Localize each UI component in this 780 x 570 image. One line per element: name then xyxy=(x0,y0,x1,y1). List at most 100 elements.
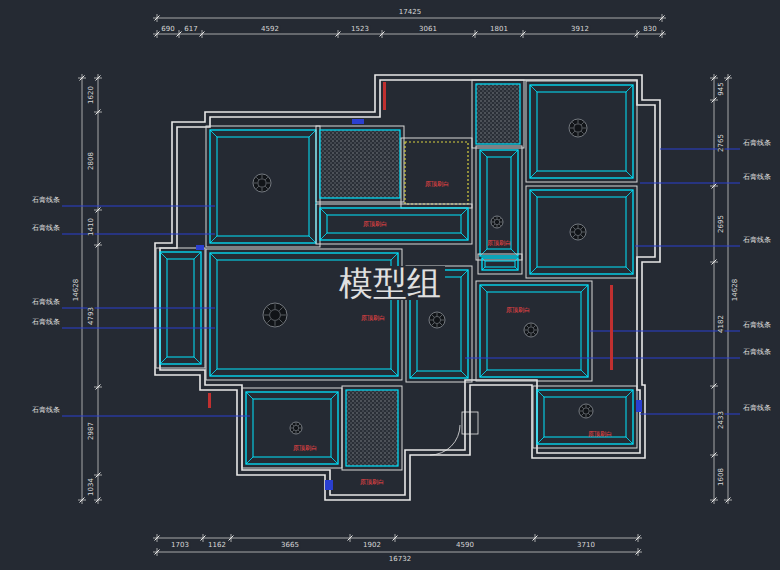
ceiling-frame xyxy=(331,392,338,399)
ceiling-frame xyxy=(480,249,487,256)
dimension-value: 690 xyxy=(160,26,175,33)
ceiling-frame xyxy=(410,371,417,378)
dimension-total: 14628 xyxy=(73,278,80,302)
dimension-line xyxy=(153,552,642,553)
dimension-total: 14628 xyxy=(732,278,739,302)
lamp-symbol xyxy=(292,424,294,426)
ceiling-frame xyxy=(156,80,637,470)
ceiling-frame xyxy=(487,157,511,249)
dimension-line xyxy=(153,18,666,19)
ceiling-frame xyxy=(526,81,637,182)
marker xyxy=(325,480,333,490)
lamp-symbol xyxy=(430,320,433,321)
lamp-symbol xyxy=(491,216,503,228)
dimension-total: 17425 xyxy=(398,9,422,16)
ceiling-frame xyxy=(511,249,518,256)
dimension-value: 4592 xyxy=(260,26,280,33)
marker xyxy=(208,393,211,408)
dimension-value: 1608 xyxy=(718,467,725,487)
dimension-line xyxy=(726,76,731,81)
lamp-symbol xyxy=(527,326,529,328)
dimension-line xyxy=(348,536,353,541)
lamp-symbol xyxy=(296,431,297,433)
ceiling-frame xyxy=(537,390,633,444)
lamp-symbol xyxy=(571,232,574,233)
watermark: 模型组 xyxy=(335,266,445,300)
lamp-symbol xyxy=(531,334,532,337)
dimension-value: 1162 xyxy=(207,542,227,549)
dimension-value: 3665 xyxy=(280,542,300,549)
lamp-symbol xyxy=(533,332,535,334)
dimension-line xyxy=(96,243,101,248)
lamp-symbol xyxy=(258,179,266,187)
ceiling-frame xyxy=(194,252,201,259)
lamp-symbol xyxy=(578,225,579,228)
ceiling-frame xyxy=(515,267,518,270)
dimension-value: 1034 xyxy=(88,477,95,497)
lamp-symbol xyxy=(267,319,270,322)
dimension-line xyxy=(96,110,101,115)
wall-outline xyxy=(155,75,660,500)
dimension-value: 1703 xyxy=(170,542,190,549)
dimension-line xyxy=(712,498,717,503)
lamp-symbol xyxy=(267,307,270,310)
dimension-line xyxy=(200,32,205,37)
lamp-symbol xyxy=(270,310,281,321)
ceiling-note: 原顶刷白 xyxy=(425,181,449,187)
leader-line xyxy=(640,183,740,184)
dimension-line xyxy=(393,536,398,541)
dimension-value: 4182 xyxy=(718,314,725,334)
lamp-symbol xyxy=(582,413,584,415)
ceiling-frame xyxy=(309,236,316,243)
ceiling-frame xyxy=(461,233,468,240)
dimension-line xyxy=(82,74,83,504)
dimension-line xyxy=(712,184,717,189)
dimension-line xyxy=(635,32,640,37)
dimension-line xyxy=(714,74,715,504)
ceiling-frame xyxy=(391,369,398,376)
dimension-line xyxy=(712,98,717,103)
lamp-symbol xyxy=(290,422,302,434)
ceiling-frame xyxy=(320,208,468,240)
lamp-symbol xyxy=(275,321,276,326)
lamp-symbol xyxy=(524,323,538,337)
dimension-value: 1410 xyxy=(88,217,95,237)
material-note: 石膏线条 xyxy=(742,174,772,181)
ceiling-frame xyxy=(485,261,515,267)
lamp-symbol xyxy=(262,175,263,179)
ceiling-frame xyxy=(320,233,327,240)
leader-line xyxy=(660,149,740,150)
ceiling-frame xyxy=(461,270,468,277)
lamp-symbol xyxy=(581,122,584,125)
lamp-symbol xyxy=(262,188,263,192)
ceiling-frame xyxy=(482,258,485,261)
ceiling-frame xyxy=(544,397,626,437)
dimension-line xyxy=(712,384,717,389)
marker xyxy=(462,412,478,434)
material-note: 石膏线条 xyxy=(31,197,61,204)
ceiling-frame xyxy=(511,150,518,157)
lamp-symbol xyxy=(440,323,442,325)
material-note: 石膏线条 xyxy=(742,237,772,244)
lamp-symbol xyxy=(590,411,593,412)
lamp-symbol xyxy=(275,304,276,309)
leader-line xyxy=(465,358,740,359)
dimension-line xyxy=(660,32,665,37)
dimension-line xyxy=(98,74,99,504)
dimension-line xyxy=(728,74,729,504)
dimension-value: 3061 xyxy=(418,26,438,33)
ceiling-note: 原顶刷白 xyxy=(360,479,384,485)
lamp-symbol xyxy=(254,183,258,184)
lamp-symbol xyxy=(581,227,583,229)
ceiling-frame xyxy=(533,386,637,448)
dimension-value: 830 xyxy=(642,26,657,33)
ceiling-frame xyxy=(626,390,633,397)
lamp-symbol xyxy=(581,235,583,237)
lamp-symbol xyxy=(492,222,494,223)
ceiling-frame xyxy=(210,369,217,376)
dimension-value: 2765 xyxy=(718,133,725,153)
lamp-symbol xyxy=(499,218,501,220)
ceiling-note: 原顶刷白 xyxy=(293,445,317,451)
dimension-value: 945 xyxy=(718,81,725,96)
